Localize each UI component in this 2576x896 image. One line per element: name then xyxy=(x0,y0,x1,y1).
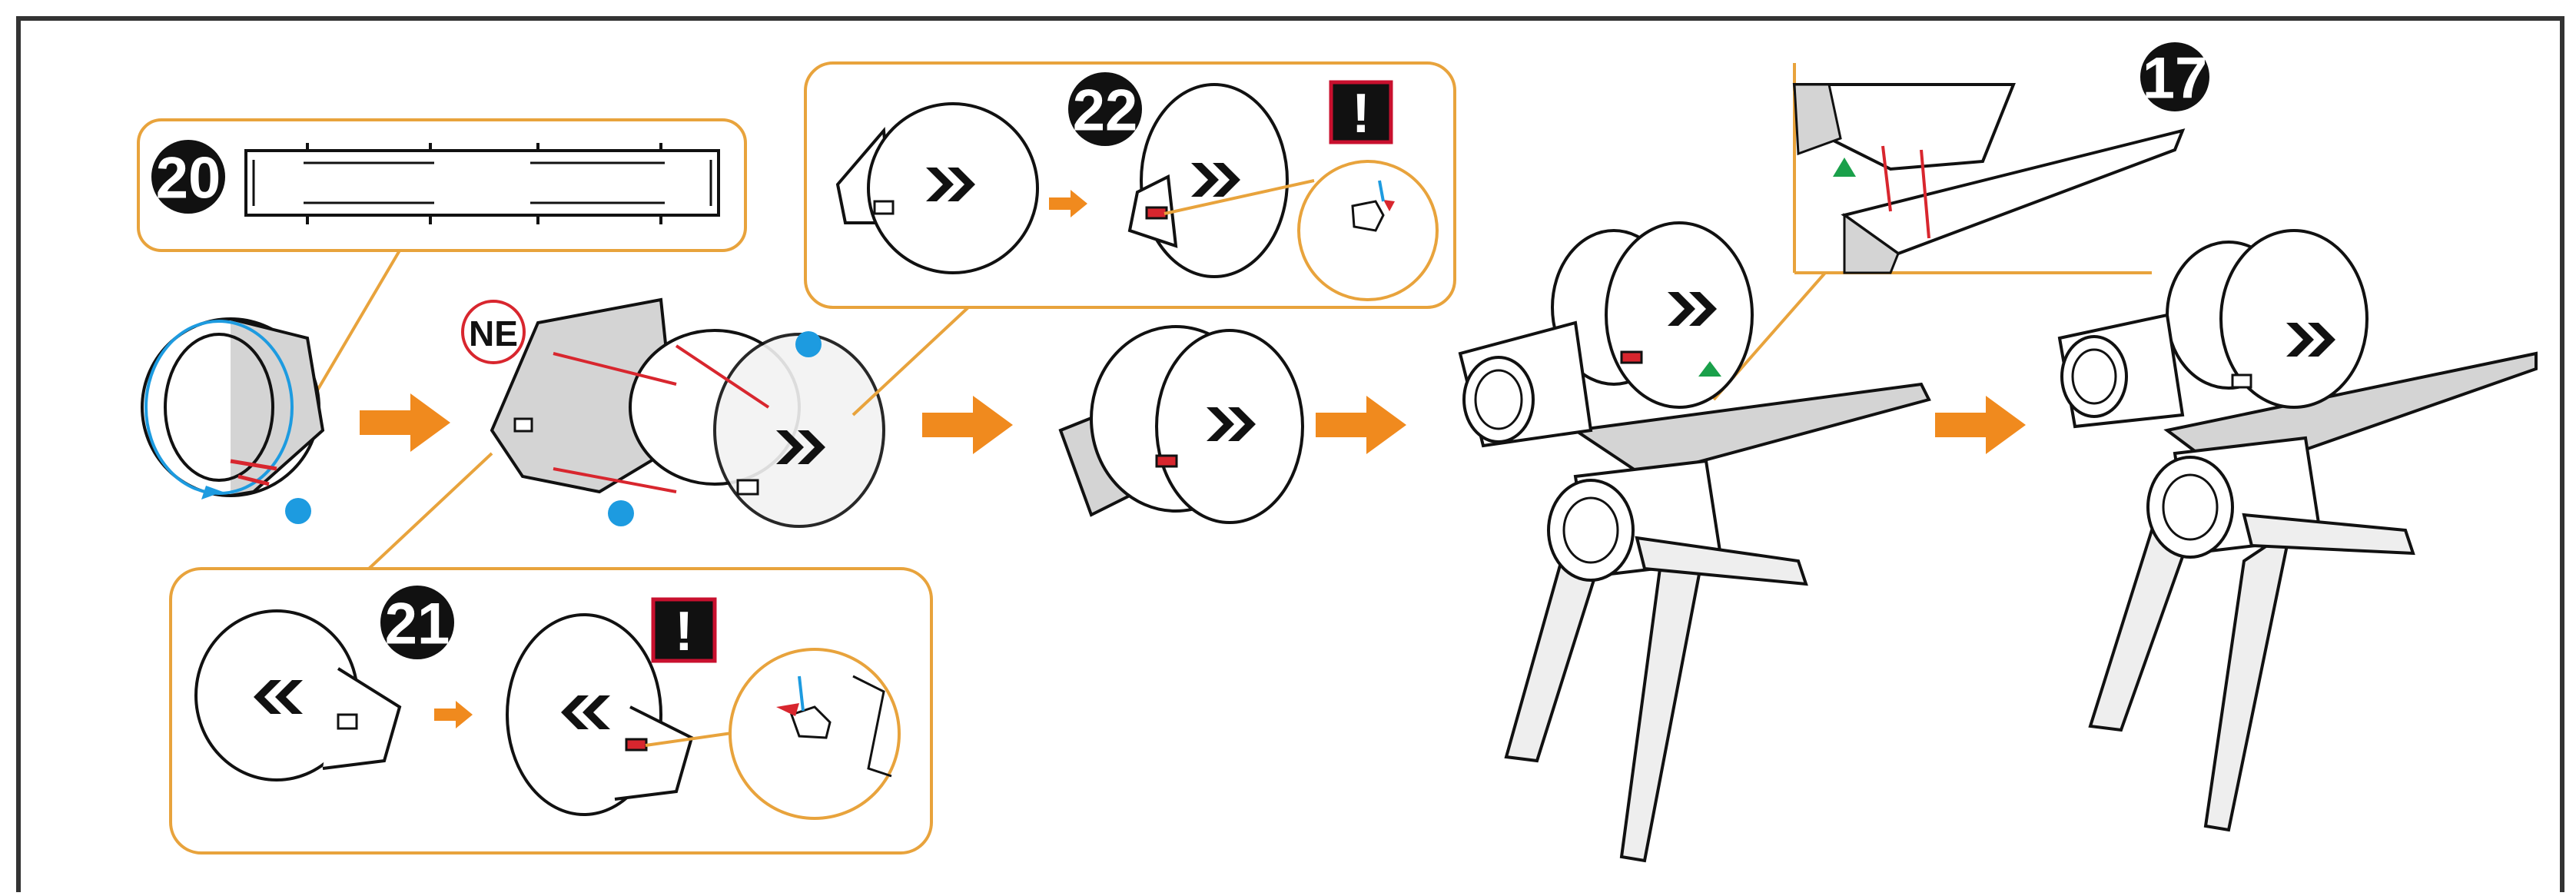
svg-text:!: ! xyxy=(675,601,693,662)
flow-arrow-4 xyxy=(1935,396,2026,454)
ne-assembly: NE xyxy=(463,300,884,526)
flow-arrow-2 xyxy=(922,396,1013,454)
step-22-badge: 22 xyxy=(1068,72,1142,146)
svg-text:20: 20 xyxy=(156,146,221,211)
cylinder-assembly-20 xyxy=(142,319,323,524)
blue-alignment-dot xyxy=(285,498,311,524)
ne-tag: NE xyxy=(463,301,524,363)
svg-text:21: 21 xyxy=(385,592,450,657)
cylinder-assembly-22 xyxy=(1061,327,1303,523)
model-assembly-b xyxy=(2060,231,2536,830)
svg-text:22: 22 xyxy=(1073,78,1138,144)
flow-arrow-1 xyxy=(360,393,450,452)
model-assembly-a: 17 xyxy=(1460,42,2209,861)
flow-arrow-3 xyxy=(1316,396,1406,454)
blue-alignment-dot-3 xyxy=(608,500,634,526)
svg-text:NE: NE xyxy=(469,314,518,353)
svg-text:17: 17 xyxy=(2143,46,2208,111)
blue-alignment-dot-2 xyxy=(795,331,822,357)
flat-strip-part xyxy=(246,143,719,224)
step-17-badge: 17 xyxy=(2140,42,2209,111)
warning-icon-21: ! xyxy=(653,599,715,662)
svg-text:!: ! xyxy=(1352,83,1370,144)
detail-zoom-22 xyxy=(1299,161,1437,300)
step-21-badge: 21 xyxy=(380,586,454,659)
step-20-badge: 20 xyxy=(151,140,225,214)
warning-icon-22: ! xyxy=(1331,82,1391,144)
detail-zoom-21 xyxy=(730,649,899,818)
